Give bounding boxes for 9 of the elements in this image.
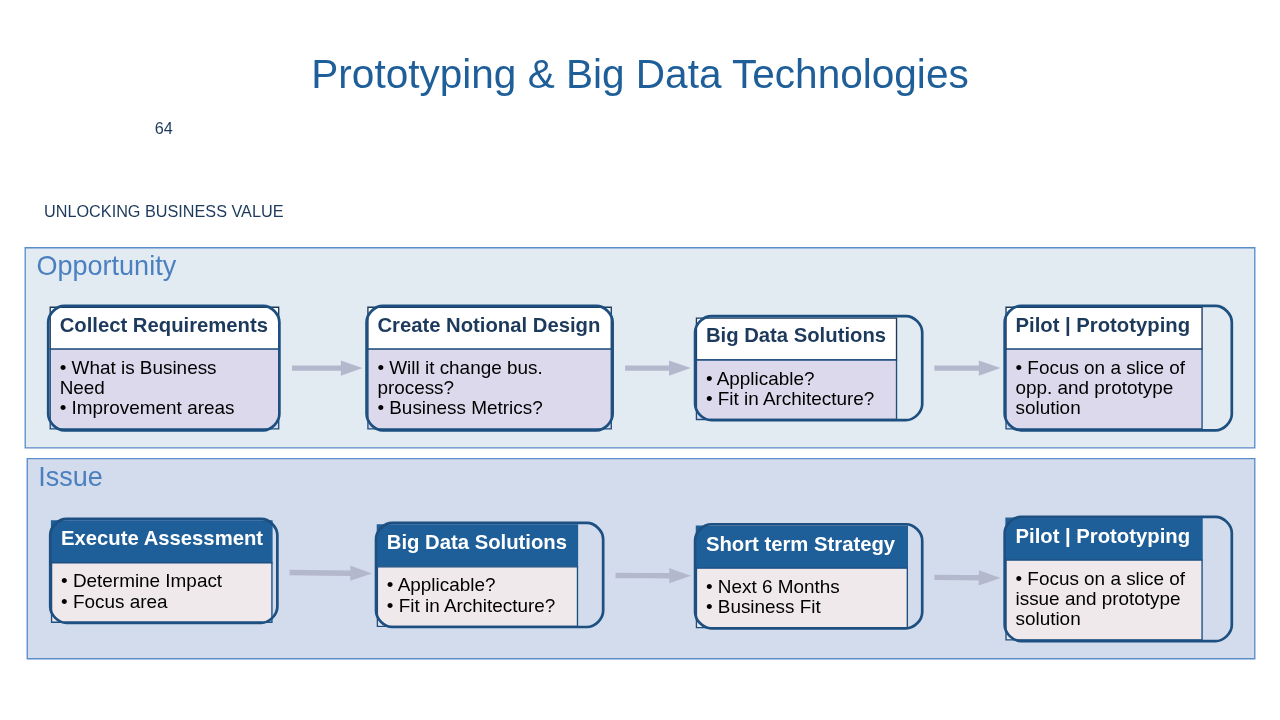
arrow bbox=[934, 570, 1001, 586]
arrow bbox=[625, 360, 691, 376]
label: UNLOCKING BUSINESS VALUE bbox=[44, 201, 284, 220]
arrow bbox=[291, 360, 363, 376]
label: 64 bbox=[154, 119, 173, 138]
diagram-title: Prototyping & Big Data Technologies bbox=[311, 51, 969, 98]
arrow bbox=[615, 568, 692, 584]
arrow bbox=[934, 360, 1001, 376]
arrow bbox=[289, 565, 373, 581]
